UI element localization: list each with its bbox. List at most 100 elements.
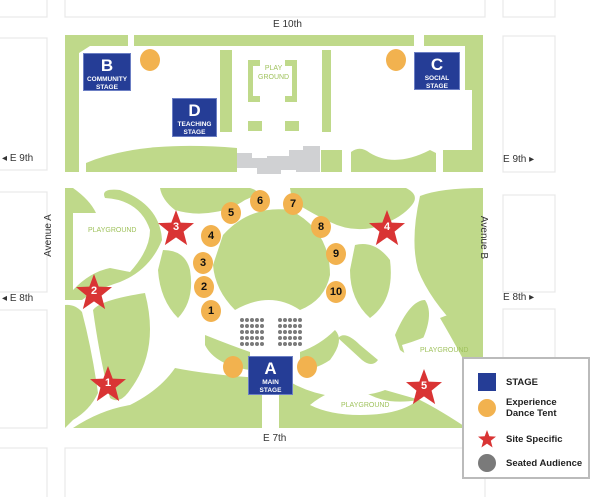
street-e9th-left: ◂ E 9th — [2, 153, 34, 164]
star-icon — [90, 366, 126, 402]
seat — [278, 342, 282, 346]
seat — [250, 324, 254, 328]
seat — [293, 324, 297, 328]
tent-marker[interactable] — [386, 49, 406, 71]
seat — [250, 336, 254, 340]
plaza — [237, 146, 320, 174]
tent-10[interactable]: 10 — [326, 281, 346, 303]
seat — [250, 330, 254, 334]
playground-south: PLAYGROUND — [341, 402, 390, 409]
seat-icon — [478, 454, 496, 472]
seat — [288, 336, 292, 340]
seat — [255, 336, 259, 340]
seat — [293, 318, 297, 322]
seat — [245, 324, 249, 328]
stage-letter: B — [100, 56, 114, 75]
seat — [240, 336, 244, 340]
street-e9th-left-label: E 9th — [9, 153, 34, 164]
seat — [255, 330, 259, 334]
seat — [298, 318, 302, 322]
tent-8[interactable]: 8 — [311, 216, 331, 238]
stage-name: SOCIAL STAGE — [424, 75, 450, 90]
site-specific-3[interactable]: 3 — [158, 210, 194, 246]
seat — [260, 330, 264, 334]
seat — [283, 342, 287, 346]
seat — [283, 330, 287, 334]
seat — [250, 342, 254, 346]
star-icon — [478, 430, 496, 448]
tent-1[interactable]: 1 — [201, 300, 221, 322]
seat — [283, 318, 287, 322]
playground-west: PLAYGROUND — [88, 227, 137, 234]
seat — [288, 342, 292, 346]
seat — [240, 318, 244, 322]
star-icon — [369, 210, 405, 246]
legend-tent-label: Experience Dance Tent — [506, 397, 557, 419]
seat — [255, 342, 259, 346]
seat — [255, 324, 259, 328]
seat — [245, 336, 249, 340]
seat — [298, 336, 302, 340]
stage-letter: D — [188, 101, 201, 120]
seat — [278, 318, 282, 322]
tent-4[interactable]: 4 — [201, 225, 221, 247]
site-number: 1 — [104, 377, 112, 389]
site-specific-4[interactable]: 4 — [369, 210, 405, 246]
legend-site: Site Specific — [478, 430, 563, 448]
seat — [298, 342, 302, 346]
tent-icon — [478, 399, 496, 417]
street-e7th: E 7th — [263, 433, 287, 444]
seat — [293, 330, 297, 334]
seat — [283, 336, 287, 340]
seat — [298, 330, 302, 334]
legend-site-label: Site Specific — [506, 433, 563, 445]
tent-marker[interactable] — [140, 49, 160, 71]
tent-9[interactable]: 9 — [326, 243, 346, 265]
tent-marker[interactable] — [297, 356, 317, 378]
tent-3[interactable]: 3 — [193, 252, 213, 274]
street-e8th-right-label: E 8th — [503, 292, 527, 303]
seat — [240, 324, 244, 328]
tent-6[interactable]: 6 — [250, 190, 270, 212]
tent-5[interactable]: 5 — [221, 202, 241, 224]
north-lawn — [65, 35, 483, 172]
seat — [288, 330, 292, 334]
tent-marker[interactable] — [223, 356, 243, 378]
stage-name: TEACHING STAGE — [177, 121, 212, 136]
seat — [260, 336, 264, 340]
playground-north: PLAY GROUND — [258, 65, 290, 81]
site-specific-1[interactable]: 1 — [90, 366, 126, 402]
stage-letter: C — [430, 55, 444, 74]
seat — [260, 342, 264, 346]
tent-7[interactable]: 7 — [283, 193, 303, 215]
legend-seated: Seated Audience — [478, 454, 582, 472]
playground-east: PLAYGROUND — [420, 347, 469, 354]
seat — [283, 324, 287, 328]
legend-stage-label: STAGE — [506, 376, 539, 388]
seat — [278, 324, 282, 328]
street-e8th-left-label: E 8th — [9, 293, 34, 304]
legend-stage: STAGE — [478, 373, 538, 391]
seat — [288, 324, 292, 328]
site-number: 5 — [420, 380, 428, 392]
seat — [260, 318, 264, 322]
site-specific-2[interactable]: 2 — [76, 274, 112, 310]
tent-2[interactable]: 2 — [194, 276, 214, 298]
seat — [260, 324, 264, 328]
seat — [278, 330, 282, 334]
seat — [255, 318, 259, 322]
seat — [240, 342, 244, 346]
seat — [245, 318, 249, 322]
seat — [240, 330, 244, 334]
stage-name: MAIN STAGE — [259, 379, 282, 394]
site-specific-5[interactable]: 5 — [406, 369, 442, 405]
street-e8th-right: E 8th ▸ — [503, 292, 535, 303]
seat — [288, 318, 292, 322]
paths — [310, 330, 449, 415]
seat — [293, 342, 297, 346]
